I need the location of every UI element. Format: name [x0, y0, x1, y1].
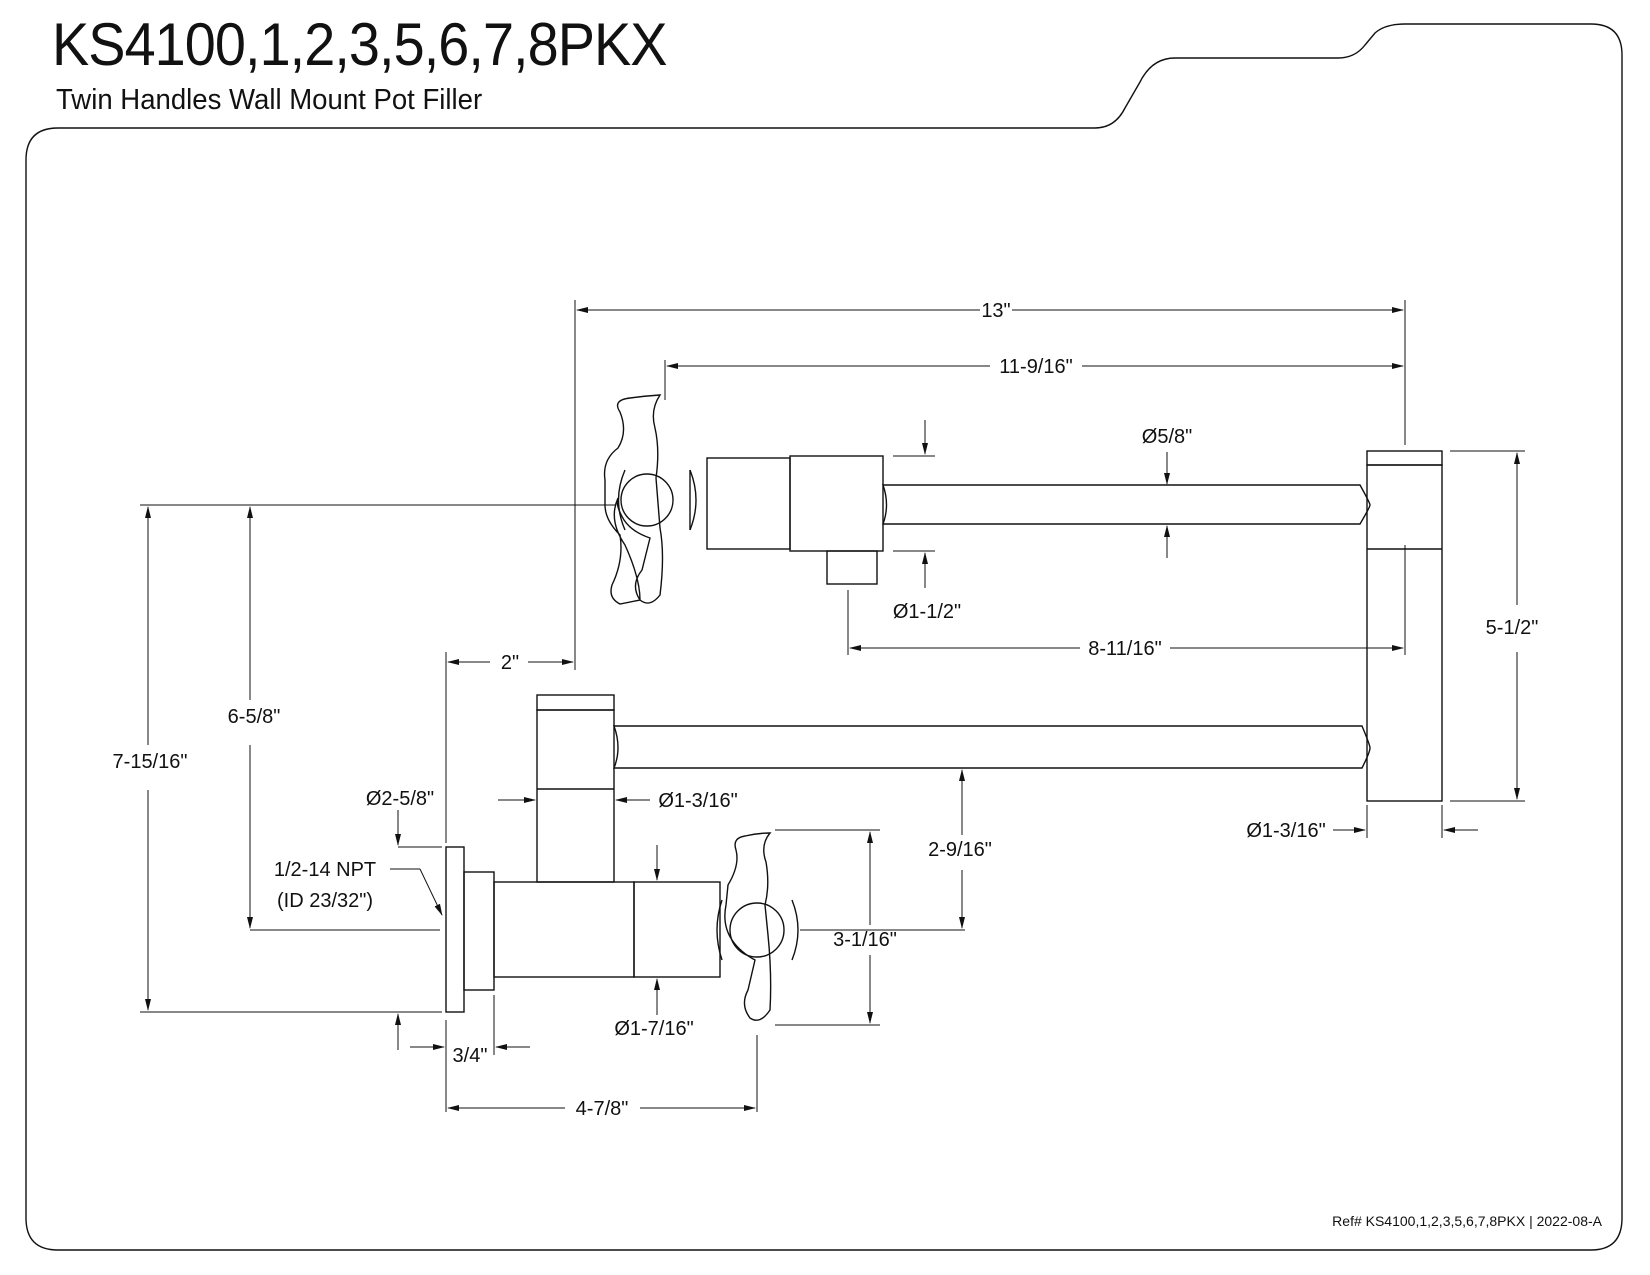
- model-title: KS4100,1,2,3,5,6,7,8PKX: [52, 11, 668, 78]
- dim-spout-diameter: Ø5/8": [1142, 426, 1192, 448]
- dim-overall-reach: 13": [981, 300, 1010, 322]
- dim-arm-spacing: 2-9/16": [928, 839, 992, 861]
- swing-joint-column: [1366, 464, 1443, 802]
- reference-number: Ref# KS4100,1,2,3,5,6,7,8PKX | 2022-08-A: [1332, 1213, 1602, 1229]
- upper-valve-body: [706, 457, 791, 550]
- dim-valve-body-diameter: Ø1-1/2": [893, 601, 961, 623]
- frame-border: [25, 23, 1623, 1251]
- dim-handle-height: 3-1/16": [833, 929, 897, 951]
- lower-valve-collar: [633, 881, 721, 978]
- upper-handle: [603, 394, 697, 605]
- dim-column-diameter: Ø1-3/16": [658, 790, 737, 812]
- swing-joint-top: [1366, 450, 1443, 466]
- product-subtitle: Twin Handles Wall Mount Pot Filler: [56, 84, 483, 116]
- lower-spout: [612, 725, 1371, 769]
- upper-outlet: [826, 550, 878, 585]
- dim-total-height: 7-15/16": [113, 751, 188, 773]
- dim-flange-depth: 3/4": [453, 1045, 488, 1067]
- column-cap: [536, 694, 615, 711]
- dim-end-height: 5-1/2": [1486, 617, 1539, 639]
- npt-thread-label: 1/2-14 NPT: [274, 859, 376, 881]
- riser-column: [536, 709, 615, 883]
- npt-id-label: (ID 23/32"): [277, 890, 373, 912]
- dim-end-diameter: Ø1-3/16": [1246, 820, 1325, 842]
- dim-lower-body-diameter: Ø1-7/16": [614, 1018, 693, 1040]
- wall-flange: [445, 846, 465, 1013]
- dim-flange-offset: 2": [501, 652, 519, 674]
- upper-valve-collar: [789, 455, 884, 552]
- dim-inlet-to-spout: 6-5/8": [228, 706, 281, 728]
- flange-hub: [463, 871, 495, 991]
- lower-handle: [716, 832, 799, 1021]
- upper-spout: [881, 484, 1371, 525]
- lower-valve-body: [493, 881, 635, 978]
- dim-outlet-to-end: 8-11/16": [1088, 638, 1161, 660]
- dim-flange-diameter: Ø2-5/8": [366, 788, 434, 810]
- dim-handle-to-end: 11-9/16": [999, 356, 1072, 378]
- dim-projection: 4-7/8": [576, 1098, 629, 1120]
